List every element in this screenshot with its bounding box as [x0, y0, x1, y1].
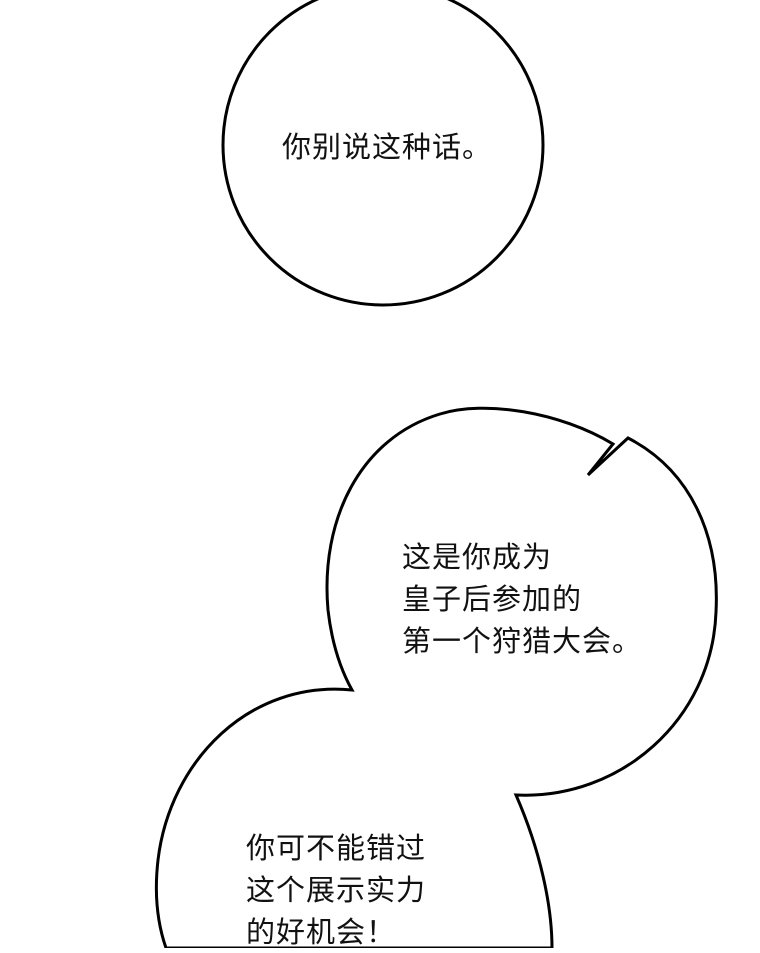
speech-bubble-3-text: 你可不能错过 这个展示实力 的好机会！: [246, 827, 426, 953]
speech-bubble-2-text: 这是你成为 皇子后参加的 第一个狩猎大会。: [402, 536, 642, 662]
dialogue-line: 你可不能错过: [246, 831, 427, 865]
dialogue-line: 第一个狩猎大会。: [402, 624, 643, 658]
speech-bubble-2-3-merged: [154, 406, 718, 948]
dialogue-line: 这是你成为: [402, 540, 553, 574]
dialogue-line: 你别说这种话。: [282, 130, 493, 164]
dialogue-line: 皇子后参加的: [402, 582, 583, 616]
speech-bubble-1-text: 你别说这种话。: [282, 126, 492, 168]
speech-bubble-1: [221, 0, 545, 307]
dialogue-line: 这个展示实力: [246, 873, 427, 907]
dialogue-line: 的好机会！: [246, 915, 397, 949]
